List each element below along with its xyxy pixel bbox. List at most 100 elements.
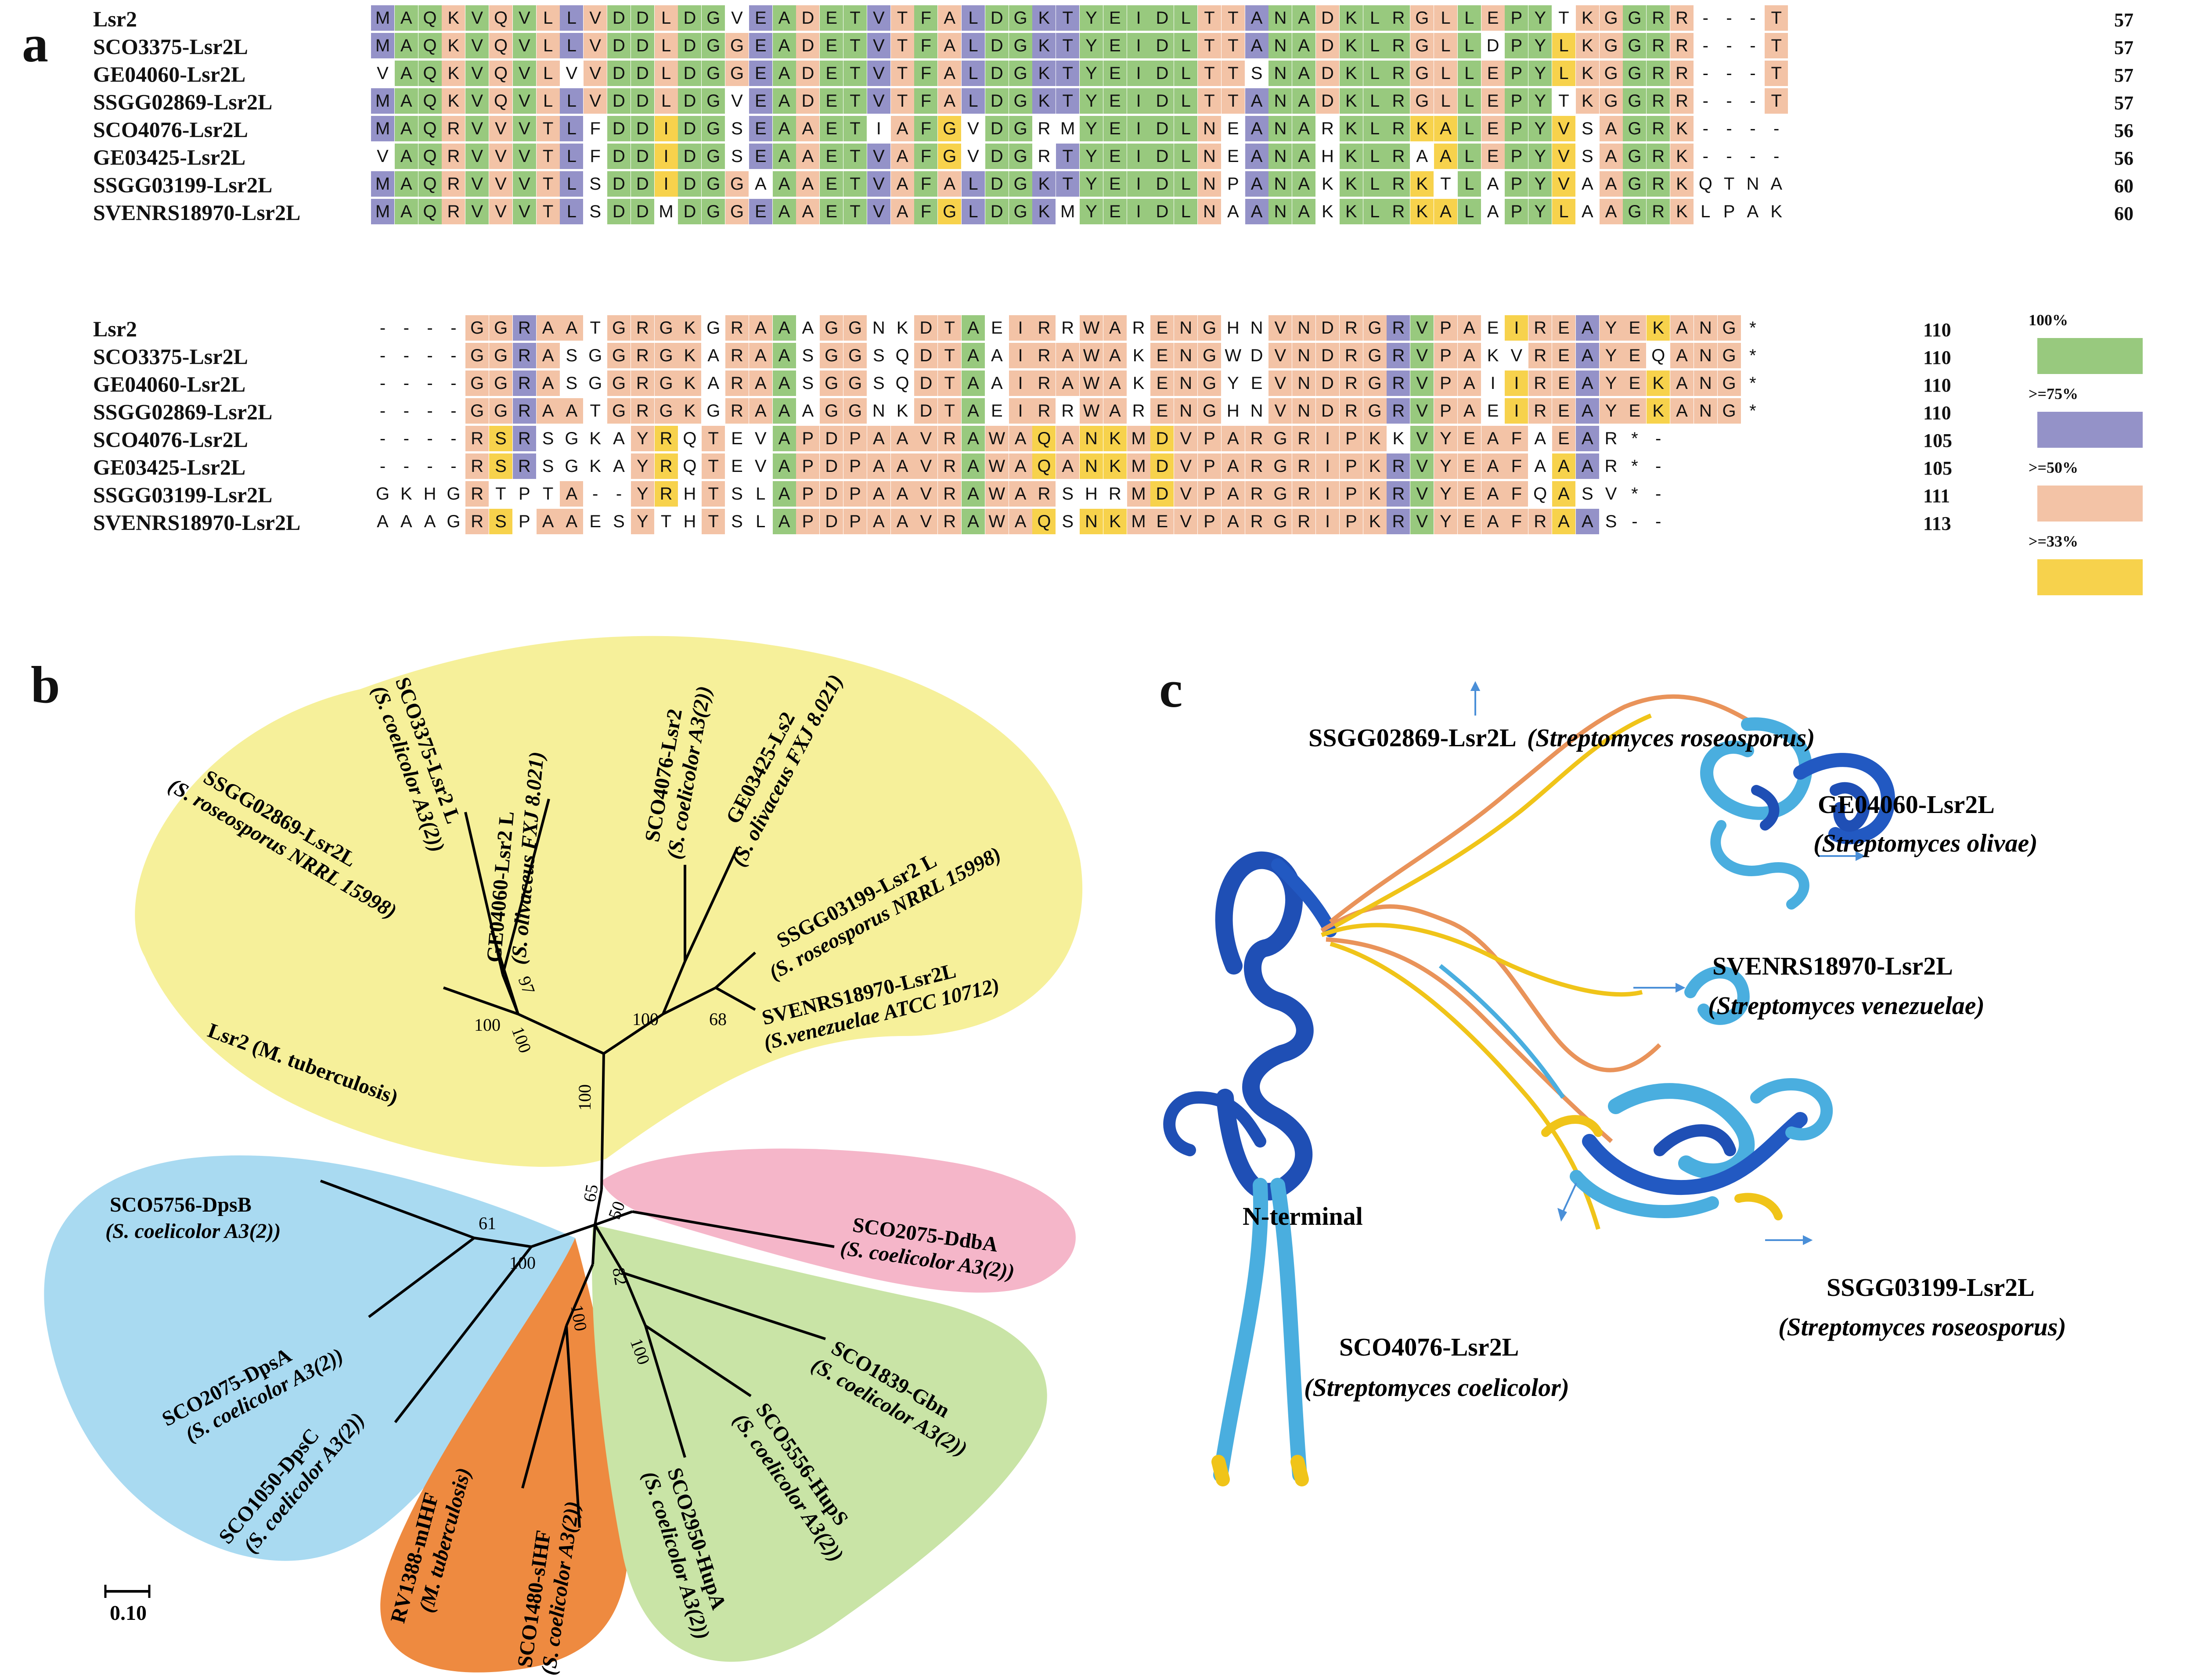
residue-cell: D	[796, 88, 820, 114]
residue-cell: Y	[1227, 374, 1239, 393]
residue-cell: E	[1150, 509, 1174, 534]
residue-cell: H	[683, 484, 696, 504]
residue-cell: A	[1221, 453, 1245, 479]
residue-cell: L	[560, 88, 584, 114]
residue-cell: D	[914, 343, 938, 368]
residue-cell: R	[1132, 401, 1145, 421]
residue-cell: P	[796, 509, 820, 534]
sequence-name: SVENRS18970-Lsr2L	[93, 200, 301, 225]
residue-cell: T	[1765, 33, 1788, 58]
residue-cell: Q	[1533, 484, 1547, 504]
residue-cell: -	[1702, 64, 1708, 83]
bootstrap-value: 100	[567, 1303, 591, 1333]
residue-cell: T	[1723, 174, 1735, 194]
residue-cell: T	[1198, 61, 1221, 86]
residue-cell: D	[607, 199, 631, 224]
panel-label-c: c	[1159, 660, 1183, 718]
upper-domain	[1700, 717, 1896, 910]
residue-cell: K	[1670, 171, 1694, 197]
residue-cell: A	[962, 371, 985, 396]
residue-cell: S	[542, 457, 554, 476]
residue-cell: Q	[895, 374, 909, 393]
residue-cell: L	[1434, 33, 1457, 58]
residue-cell: A	[890, 481, 914, 507]
residue-cell: Y	[631, 426, 654, 451]
residue-cell: N	[1198, 144, 1221, 169]
residue-cell: E	[749, 61, 772, 86]
residue-cell: G	[702, 61, 725, 86]
residue-cell: L	[654, 61, 678, 86]
residue-cell: L	[756, 484, 766, 504]
residue-cell: L	[1174, 5, 1198, 31]
residue-cell: M	[1127, 453, 1150, 479]
residue-cell: R	[938, 426, 962, 451]
residue-cell: V	[867, 199, 890, 224]
residue-cell: A	[536, 509, 560, 534]
residue-cell: V	[1410, 398, 1434, 424]
residue-cell: V	[465, 88, 489, 114]
residue-cell: K	[1339, 33, 1363, 58]
bootstrap-value: 100	[632, 1009, 659, 1029]
residue-cell: A	[1009, 481, 1032, 507]
residue-cell: A	[1434, 116, 1457, 141]
sequence-name: GE03425-Lsr2L	[93, 455, 246, 479]
residue-cell: A	[536, 398, 560, 424]
residue-cell: V	[584, 33, 607, 58]
residue-cell: A	[754, 174, 767, 194]
residue-cell: M	[1060, 202, 1075, 221]
residue-cell: L	[1552, 33, 1575, 58]
residue-cell: T	[1056, 88, 1080, 114]
residue-cell: N	[1694, 343, 1717, 368]
residue-cell: R	[1387, 171, 1410, 197]
residue-cell: I	[1127, 5, 1150, 31]
residue-cell: A	[1245, 33, 1268, 58]
residue-cell: V	[1268, 315, 1292, 341]
residue-cell: E	[820, 61, 843, 86]
residue-cell: R	[1387, 371, 1410, 396]
residue-cell: R	[1292, 481, 1316, 507]
residue-cell: G	[654, 371, 678, 396]
residue-cell: A	[1457, 315, 1481, 341]
residue-cell: K	[442, 88, 465, 114]
residue-cell: T	[702, 426, 725, 451]
residue-cell: E	[731, 429, 743, 448]
residue-cell: A	[1487, 202, 1499, 221]
residue-cell: R	[1647, 5, 1670, 31]
residue-cell: G	[1009, 116, 1032, 141]
residue-cell: P	[1434, 343, 1457, 368]
residue-cell: E	[1103, 61, 1127, 86]
residue-cell: E	[1552, 343, 1575, 368]
residue-cell: K	[1339, 199, 1363, 224]
residue-cell: D	[607, 144, 631, 169]
residue-cell: M	[371, 199, 394, 224]
residue-cell: K	[678, 343, 702, 368]
residue-cell: Y	[1080, 171, 1103, 197]
residue-cell: E	[820, 116, 843, 141]
residue-cell: K	[1339, 144, 1363, 169]
residue-cell: G	[607, 315, 631, 341]
residue-cell: N	[1198, 199, 1221, 224]
residue-cell: G	[489, 343, 512, 368]
residue-cell: -	[1702, 8, 1708, 28]
legend-swatch	[2037, 412, 2143, 448]
residue-cell: V	[465, 33, 489, 58]
residue-cell: T	[702, 453, 725, 479]
residue-cell: L	[1363, 5, 1387, 31]
residue-cell: L	[1363, 33, 1387, 58]
residue-cell: V	[1410, 371, 1434, 396]
residue-cell: A	[560, 398, 584, 424]
residue-cell: D	[985, 171, 1009, 197]
residue-cell: G	[565, 429, 579, 448]
residue-cell: D	[678, 116, 702, 141]
residue-cell: -	[1726, 64, 1732, 83]
residue-cell: V	[1605, 484, 1617, 504]
residue-cell: R	[1108, 484, 1121, 504]
residue-cell: G	[1363, 371, 1387, 396]
residue-cell: Y	[1528, 116, 1552, 141]
residue-cell: F	[590, 119, 601, 138]
residue-cell: R	[1528, 371, 1552, 396]
residue-cell: G	[588, 346, 602, 365]
sequence-length: 110	[1923, 347, 1951, 368]
residue-cell: R	[1670, 33, 1694, 58]
residue-cell: V	[584, 5, 607, 31]
